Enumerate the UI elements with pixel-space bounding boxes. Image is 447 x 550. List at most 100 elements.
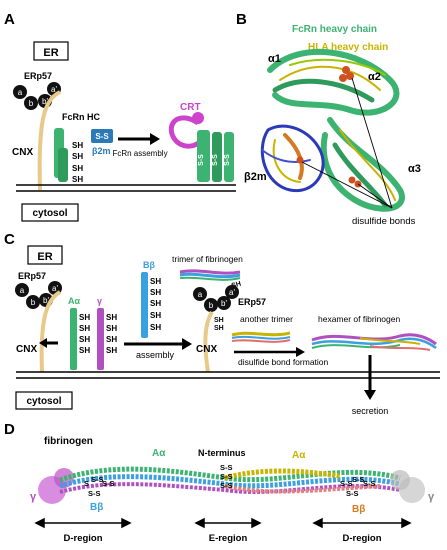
svg-text:b: b [209,301,214,310]
hla-heavy-chain-label: HLA heavy chain [308,42,388,53]
gamma-sh-2: SH [106,324,117,333]
gamma-sh-1: SH [106,313,117,322]
svg-text:a': a' [229,288,235,297]
disulfide-markers-right: S-S S-S S-S S-S [340,475,376,498]
protein-structure-image [260,48,405,212]
er-label: ER [43,47,58,59]
assembly-label: assembly [136,350,175,360]
a-alpha-sh-3: SH [79,335,90,344]
arrow-head [150,133,160,145]
cytosol-box [21,203,79,222]
svg-text:a': a' [51,85,57,94]
gamma-label: γ [97,296,102,306]
another-trimer-structure-image [231,331,291,343]
fcrn-sh-3: SH [72,164,83,173]
panel-d-letter: D [4,421,15,438]
fcrn-hc-domain-2 [58,148,68,182]
b2m-ss: S-S [95,132,109,141]
disulfide-markers-left: S S-S S-S S-S [84,475,115,498]
svg-text:S-S: S-S [220,472,233,481]
panel-c-letter: C [4,231,15,248]
cytosol-label-c: cytosol [26,396,61,407]
hexamer-structure-image [311,333,437,351]
alpha3-label: α3 [408,163,421,175]
b2m-structure-label: β2m [244,171,267,183]
svg-text:a': a' [52,284,58,293]
domain-a [13,85,27,99]
b-beta-sh-2: SH [150,288,161,297]
b2m-label: β2m [92,146,111,156]
cnx-arm-c-right [203,310,214,373]
erp57-label-c-left: ERp57 [18,271,46,281]
b-beta-sh-5: SH [150,323,161,332]
svg-text:a: a [198,290,203,299]
svg-text:S-S: S-S [88,489,101,498]
d-region-left-label: D-region [63,533,102,544]
hexamer-label: hexamer of fibrinogen [318,314,400,324]
er-box-c [27,245,63,265]
fcrn-heavy-chain-label: FcRn heavy chain [292,24,377,35]
assembled-ss-3: S-S [224,154,231,166]
a-alpha-sh-2: SH [79,324,90,333]
fcrn-sh-2: SH [72,152,83,161]
erp57-domains-c-left: a b b' a' [15,281,62,309]
fcrn-label: FcRn HC [62,112,101,122]
svg-text:b: b [31,298,36,307]
crt-arm [168,115,202,149]
svg-text:a: a [20,286,25,295]
disulfide-formation-arrow-head [296,347,305,357]
svg-text:S-S: S-S [363,479,376,488]
panel-c: C ER ERp57 a b b' a' CNX Aα SH SH SH SH … [4,231,440,416]
panel-d: D fibrinogen Aα N-terminus Aα S S-S S-S … [4,421,435,544]
svg-text:b': b' [43,296,49,305]
fcrn-sh-1: SH [72,141,83,150]
panel-b: B FcRn heavy chain HLA heavy chain α1 α2… [236,11,421,227]
a-alpha-d-right-label: Aα [292,450,306,461]
erp57-label-c-right: ERp57 [238,297,266,307]
secretion-label: secretion [352,406,389,416]
b-beta-chain [141,272,148,338]
gamma-sh-3: SH [106,335,117,344]
svg-text:b: b [29,99,34,108]
cnx-arm [37,90,61,191]
trimer-structure-image [179,269,241,281]
disulfide-pointer-lines [301,77,393,209]
assembled-fcrn-c [224,132,234,182]
alpha1-label: α1 [268,53,281,65]
cnx-label-c-left: CNX [16,344,37,355]
gamma-sh-4: SH [106,346,117,355]
assembled-ss-1: S-S [198,154,205,166]
crt-label: CRT [180,102,201,113]
another-trimer-label: another trimer [240,314,293,324]
erp57-domains-c-right: a b b' a' [193,285,239,312]
cnx-right-sh-1: SH [214,317,224,324]
a-alpha-chain [70,308,77,370]
disulfide-markers-center: S-S S-S S-S [220,463,233,490]
svg-text:a: a [18,88,23,97]
svg-text:b': b' [221,299,227,308]
domain-b [24,96,38,110]
er-label-c: ER [37,251,52,263]
cnx-label: CNX [12,147,33,158]
a-alpha-sh-4: SH [79,346,90,355]
cytosol-label: cytosol [32,208,67,219]
assembled-fcrn-a [197,130,210,182]
e-region-label: E-region [209,533,248,544]
a-alpha-d-left-label: Aα [152,448,166,459]
trimer-sh-1: SH [231,281,242,290]
bind-arrow-head [39,338,47,348]
cnx-label-c-right: CNX [196,344,217,355]
region-arrows [34,517,412,529]
n-terminus-label: N-terminus [198,448,246,458]
a-alpha-label: Aα [68,296,80,306]
svg-text:b': b' [42,97,48,106]
fcrn-sh-4: SH [72,175,83,184]
svg-text:S-S: S-S [346,489,359,498]
alpha2-label: α2 [368,71,381,83]
d-region-right-label: D-region [342,533,381,544]
fibrinogen-label: fibrinogen [44,436,93,447]
svg-text:S-S: S-S [91,475,104,484]
assembled-fcrn-b [212,132,222,182]
disulfide-bonds-label: disulfide bonds [352,216,416,227]
fcrn-assembly-label: FcRn assembly [112,149,167,158]
